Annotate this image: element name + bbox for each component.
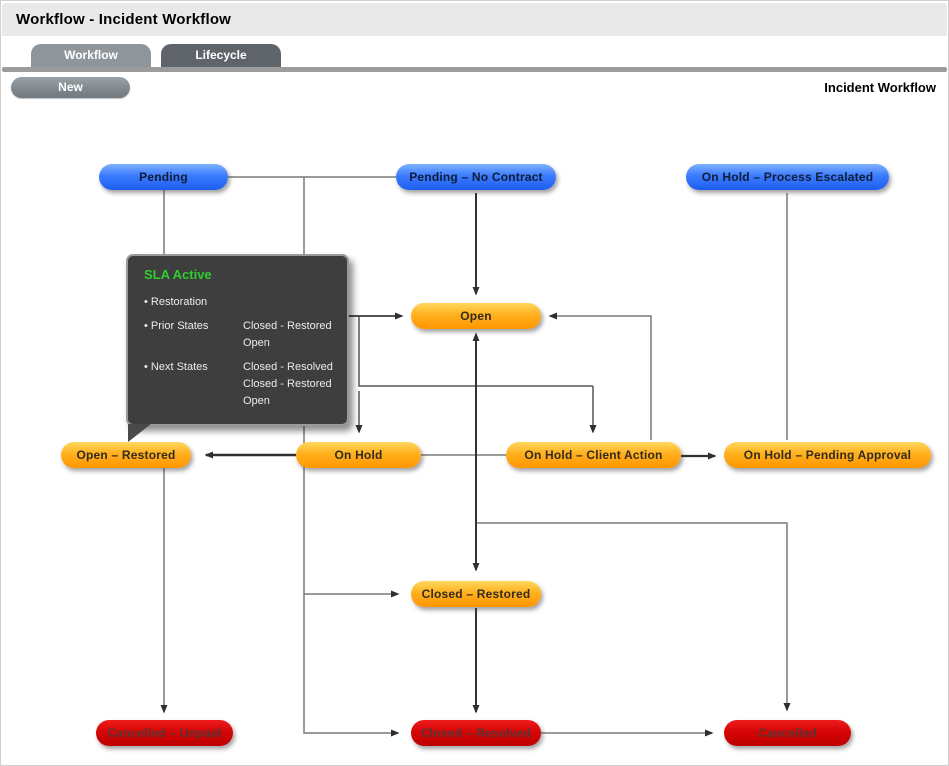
sla-tooltip: SLA Active • Restoration • Prior States … [126,254,349,426]
state-node-open[interactable]: Open [411,303,541,329]
sla-tooltip-row-prior-states: • Prior States Closed - Restored Open [144,318,337,352]
tab-underline-bar [2,67,947,72]
bullet-glyph: • [144,361,148,373]
state-node-on-hold-pending-approval[interactable]: On Hold – Pending Approval [724,442,931,468]
state-node-open-restored[interactable]: Open – Restored [61,442,191,468]
next-state-value: Closed - Resolved [243,361,333,373]
state-node-cancelled-unpaid[interactable]: Cancelled – Unpaid [96,720,233,746]
page-title: Workflow - Incident Workflow [16,11,232,28]
sla-tooltip-row-restoration: • Restoration [144,294,337,311]
tab-workflow[interactable]: Workflow [31,44,151,67]
bullet-glyph: • [144,320,148,332]
next-state-value: Open [243,395,270,407]
sla-tooltip-tail [128,424,151,442]
new-button[interactable]: New [11,77,130,98]
context-label: Incident Workflow [824,80,936,95]
sla-row-label: Restoration [150,296,208,308]
state-node-pending-no-contract[interactable]: Pending – No Contract [396,164,556,190]
state-node-on-hold-process-escalated[interactable]: On Hold – Process Escalated [686,164,889,190]
sla-tooltip-row-next-states: • Next States Closed - Resolved Closed -… [144,359,337,410]
prior-state-value: Open [243,337,270,349]
state-node-cancelled[interactable]: Cancelled [724,720,851,746]
state-node-closed-resolved[interactable]: Closed – Resolved [411,720,541,746]
state-node-on-hold[interactable]: On Hold [296,442,421,468]
state-node-pending[interactable]: Pending [99,164,228,190]
tab-lifecycle[interactable]: Lifecycle [161,44,281,67]
next-state-value: Closed - Restored [243,378,332,390]
state-node-on-hold-client-action[interactable]: On Hold – Client Action [506,442,681,468]
bullet-glyph: • [144,296,148,308]
sla-row-label: Prior States [150,320,209,332]
sla-tooltip-title: SLA Active [144,267,212,282]
prior-state-value: Closed - Restored [243,320,332,332]
sla-row-label: Next States [150,361,208,373]
state-node-closed-restored[interactable]: Closed – Restored [411,581,541,607]
title-bar: Workflow - Incident Workflow [2,3,947,36]
